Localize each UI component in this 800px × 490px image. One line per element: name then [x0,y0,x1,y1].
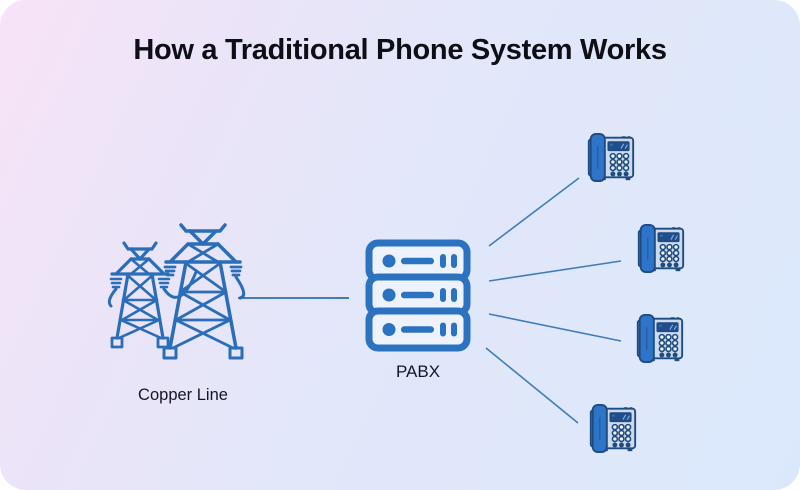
desk-phone-icon [636,313,684,364]
desk-phone-icon [587,132,635,183]
connector-pabx-to-phone-4 [485,347,579,424]
connector-lines-pabx-to-phones [485,177,622,424]
transmission-towers-icon [107,223,246,360]
connector-pabx-to-phone-2 [488,260,622,282]
pabx-label: PABX [395,362,441,381]
desk-phone-icon [589,403,637,454]
server-rack-icon [365,239,471,352]
copper-line-label: Copper Line [138,386,228,404]
desk-phone-icon [637,223,685,274]
connector-pabx-to-phone-1 [488,177,580,247]
page-title: How a Traditional Phone System Works [133,34,667,66]
connector-pabx-to-phone-3 [488,313,622,342]
